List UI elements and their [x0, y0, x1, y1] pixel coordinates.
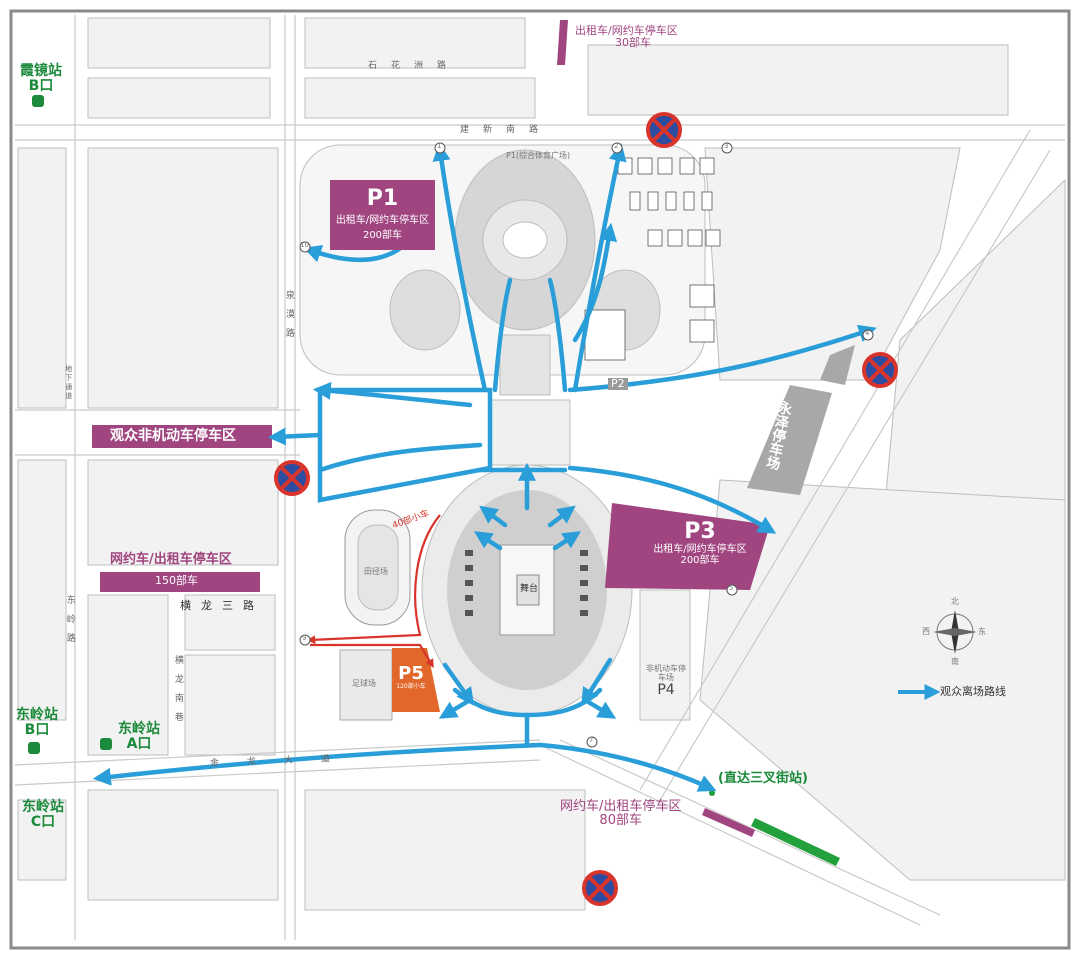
- compass-east: 东: [978, 627, 986, 636]
- road-henglong-three: 横龙三路: [180, 599, 264, 612]
- exit-10: 10: [300, 241, 309, 249]
- train-icons: [28, 95, 112, 754]
- compass-south: 南: [951, 657, 959, 666]
- football-field: [339, 649, 393, 721]
- left-taxi-zone: [100, 572, 260, 592]
- road-jianxin-south: 建新南路: [460, 125, 553, 135]
- city-blocks: [17, 17, 1066, 911]
- p4-parking-area: 非机动车停车场 P4: [646, 664, 686, 698]
- exit-7: 7: [589, 736, 594, 744]
- road-quanmo: 泉漠路: [283, 290, 294, 347]
- yongjie-parking-lot: [747, 385, 832, 495]
- metro-line: [751, 818, 840, 866]
- stage-label: 舞台: [520, 584, 539, 594]
- no-parking-signs: [274, 112, 898, 906]
- bike-zone: [92, 425, 272, 448]
- left-taxi-count: 150部车: [155, 574, 198, 587]
- tunnel-label: 地下通道: [64, 365, 73, 401]
- exit-5: 5: [729, 584, 734, 592]
- athletics-track: [344, 509, 411, 626]
- exit-4: 4: [865, 329, 870, 337]
- exit-9: 9: [302, 634, 307, 642]
- exit-markers: [299, 142, 874, 748]
- football-field-label: 足球场: [352, 679, 376, 688]
- top-taxi-zone: [557, 20, 568, 65]
- bottom-taxi-zone: [702, 808, 755, 837]
- left-taxi-label: 网约车/出租车停车区: [110, 552, 232, 567]
- exit-3: 3: [724, 142, 729, 150]
- p1-parking-area: P1 出租车/网约车停车区 200部车: [330, 180, 435, 250]
- p2-label: P2: [608, 377, 628, 391]
- compass-north: 北: [951, 597, 959, 606]
- car-route: [306, 514, 441, 669]
- road-henglong-lane: 横龙南巷: [172, 655, 183, 731]
- track-field-label: 田径场: [364, 567, 388, 576]
- p1-plaza-label: P1(综合体育广场): [506, 151, 571, 160]
- exit-2: 2: [614, 142, 619, 150]
- direct-metro-label: (直达三叉街站): [718, 771, 808, 786]
- compass-rose: [933, 610, 977, 654]
- main-stadium: [421, 464, 633, 716]
- p5-parking-area: P5 120部小车: [396, 663, 426, 690]
- bike-parking-label: 观众非机动车停车区: [110, 428, 236, 444]
- exit-routes: [92, 142, 877, 792]
- p3-zone: [605, 503, 770, 590]
- road-dongling: 东岭路: [64, 595, 75, 652]
- exit-1: 1: [437, 142, 442, 150]
- compass-west: 西: [922, 627, 930, 636]
- p3-parking-area: P3 出租车/网约车停车区 200部车: [653, 519, 747, 567]
- legend-label: 观众离场路线: [940, 685, 1006, 698]
- road-shihua: 石花洲路: [368, 61, 461, 71]
